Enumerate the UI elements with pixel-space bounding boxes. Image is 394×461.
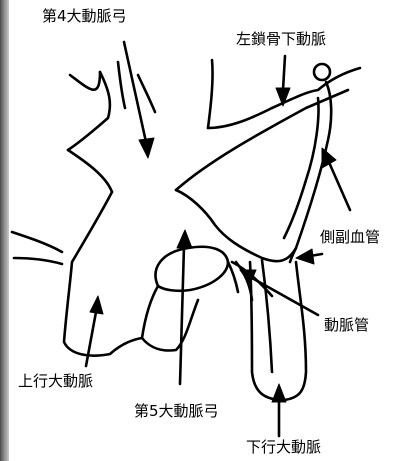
arch-left-branch bbox=[68, 150, 112, 192]
subclavian-bottom bbox=[176, 90, 348, 190]
arch-body-outline bbox=[68, 72, 110, 150]
label-collateral-vessel: 側副血管 bbox=[320, 230, 380, 245]
arrow-left-subclavian bbox=[276, 56, 290, 106]
ascending-aorta-outer bbox=[64, 192, 142, 356]
label-ductus-arteriosus: 動脈管 bbox=[324, 318, 369, 333]
label-descending-aorta: 下行大動脈 bbox=[246, 440, 321, 455]
arrow-descending bbox=[272, 384, 286, 436]
arrow-collateral bbox=[322, 148, 350, 210]
descending-center bbox=[262, 260, 272, 372]
subclavian-loop bbox=[314, 64, 330, 80]
left-branch-lower bbox=[14, 258, 62, 264]
ascending-aorta-inner bbox=[142, 286, 158, 338]
fifth-arch-loop bbox=[156, 247, 228, 291]
label-fourth-aortic-arch: 第4大動脈弓 bbox=[42, 9, 127, 24]
arrow-collateral-lower bbox=[296, 249, 322, 264]
left-branch-upper bbox=[12, 232, 62, 252]
label-fifth-aortic-arch: 第5大動脈弓 bbox=[134, 404, 219, 419]
label-left-subclavian-artery: 左鎖骨下動脈 bbox=[236, 32, 326, 47]
arrow-fifth-arch bbox=[177, 230, 192, 384]
central-void bbox=[176, 190, 296, 261]
arch-right-shoulder bbox=[208, 108, 272, 128]
arch-top-center bbox=[138, 75, 155, 112]
fifth-arch-lower bbox=[142, 300, 198, 351]
label-ascending-aorta: 上行大動脈 bbox=[18, 374, 93, 389]
arch-top-left-branch bbox=[118, 62, 125, 108]
collateral-inner bbox=[284, 98, 319, 238]
arch-left-upper bbox=[70, 72, 100, 90]
ductus-left bbox=[228, 262, 238, 292]
arch-upper-right bbox=[208, 60, 213, 128]
